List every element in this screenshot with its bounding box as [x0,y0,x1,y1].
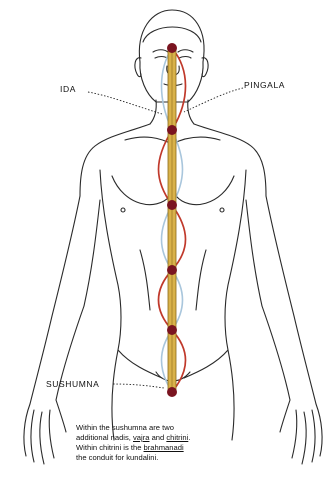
caption-line-4: the conduit for kundalini. [76,453,326,463]
chakra-heart [167,200,177,210]
chakra-root [167,387,177,397]
pelvis-left [118,350,162,378]
left-nipple [121,208,125,212]
left-pec [112,176,170,205]
sushumna-label: SUSHUMNA [46,379,99,389]
caption-chitrini: chitrini [166,433,188,442]
left-eyebrow [153,50,168,52]
chakra-crown [167,43,177,53]
torso-right-side [225,170,246,350]
abdomen-left [140,250,150,310]
caption: Within the sushumna are two additional n… [76,423,326,463]
neck-right [188,100,194,124]
caption-line-2: additional nadis, vajra and chitrini. [76,433,326,443]
caption-line-2-c: . [188,433,190,442]
pingala-leader [184,88,243,112]
caption-line-1: Within the sushumna are two [76,423,326,433]
left-eye [155,57,167,59]
caption-line-2-b: and [149,433,166,442]
abdomen-right [196,250,206,310]
left-forearm-outer [30,316,52,404]
ida-leader [88,92,162,114]
right-forearm-inner [262,306,290,400]
caption-line-2-a: additional nadis, [76,433,133,442]
chakra-solar [167,265,177,275]
caption-line-3-a: Within chitrini is the [76,443,144,452]
caption-line-3: Within chitrini is the brahmanadi [76,443,326,453]
left-shoulder [80,124,150,196]
left-upper-arm-inner [84,200,100,306]
right-eye [179,57,191,59]
right-upper-arm-inner [246,200,262,306]
right-pec [176,176,234,205]
right-nipple [220,208,224,212]
left-hand [24,400,66,464]
torso-left-side [100,170,121,350]
sushumna-leader [113,384,164,388]
caption-vajra: vajra [133,433,149,442]
right-forearm-outer [294,316,316,404]
pelvis-right [184,350,228,378]
hair-line [143,27,201,42]
caption-brahmanadi: brahmanadi [144,443,184,452]
right-upper-arm-outer [266,196,294,316]
ida-label: IDA [60,84,76,94]
chakra-throat [167,125,177,135]
left-upper-arm-outer [52,196,80,316]
pingala-label: PINGALA [244,80,285,90]
right-eyebrow [178,50,193,52]
chakra-sacral [167,325,177,335]
